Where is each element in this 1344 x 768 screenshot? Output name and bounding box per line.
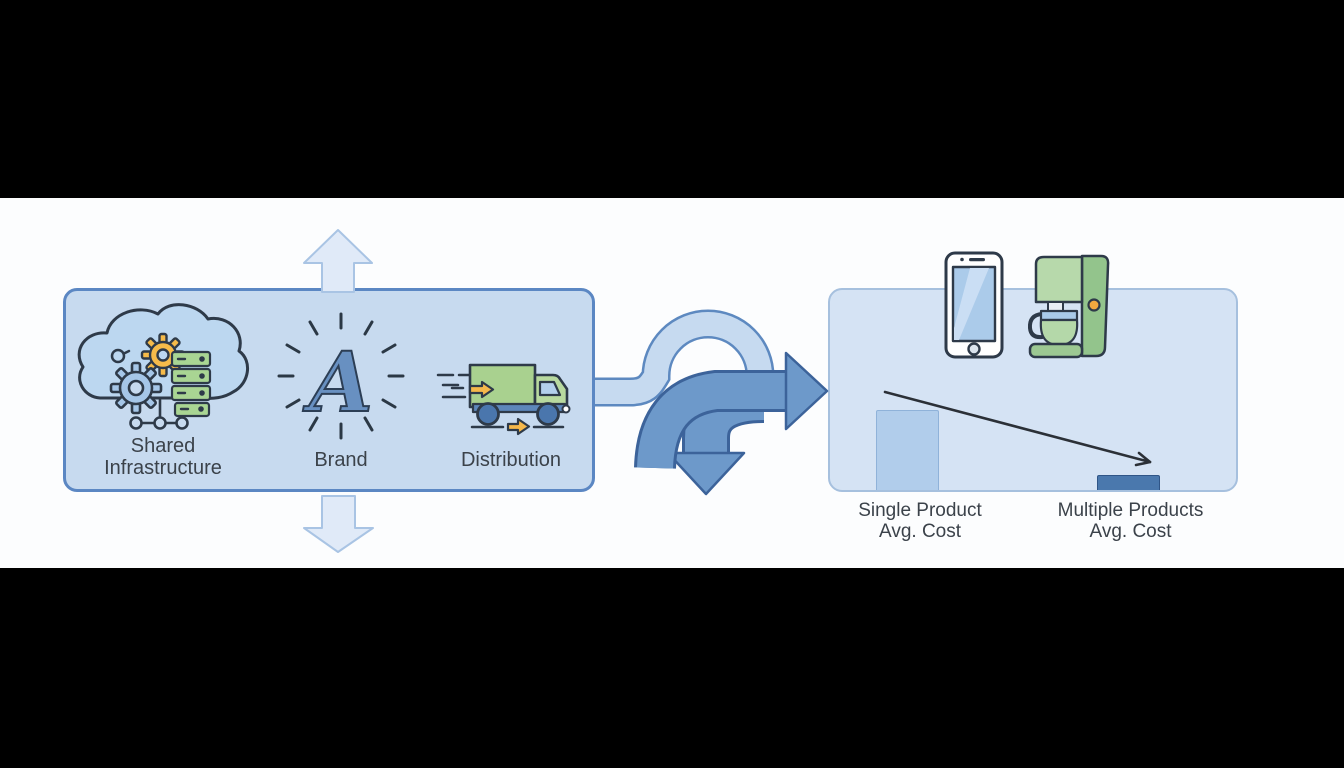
network-nodes-icon [129, 398, 189, 430]
delivery-truck-icon [436, 363, 571, 436]
diagram-stage: A [0, 198, 1344, 568]
smartphone-icon [944, 251, 1004, 359]
bar-multiple-products [1097, 475, 1160, 490]
coffee-maker-icon [1027, 254, 1110, 359]
trend-down-arrow [883, 390, 1152, 467]
server-stack-icon [170, 350, 212, 418]
gear-blue-icon [109, 361, 163, 415]
shared-loop-tube [595, 309, 775, 407]
letterbox-bottom [0, 568, 1344, 768]
cloud-infrastructure-icon [77, 303, 249, 430]
bar-single-product [876, 410, 939, 490]
letterbox-top [0, 0, 1344, 198]
expand-down-arrow [303, 495, 374, 553]
label-single-product-avg-cost: Single Product Avg. Cost [858, 500, 982, 542]
label-multiple-products-avg-cost: Multiple Products Avg. Cost [1057, 500, 1204, 542]
brand-glyph: A [302, 335, 373, 431]
brand-script-a-icon: A [277, 312, 405, 440]
label-shared-infrastructure: Shared Infrastructure [104, 435, 222, 479]
gear-orange-icon [140, 332, 186, 378]
label-distribution: Distribution [460, 449, 562, 471]
flow-right-arrow [634, 351, 829, 470]
label-brand: Brand [314, 449, 368, 471]
small-cog-icon [110, 348, 131, 364]
expand-up-arrow [303, 229, 373, 293]
